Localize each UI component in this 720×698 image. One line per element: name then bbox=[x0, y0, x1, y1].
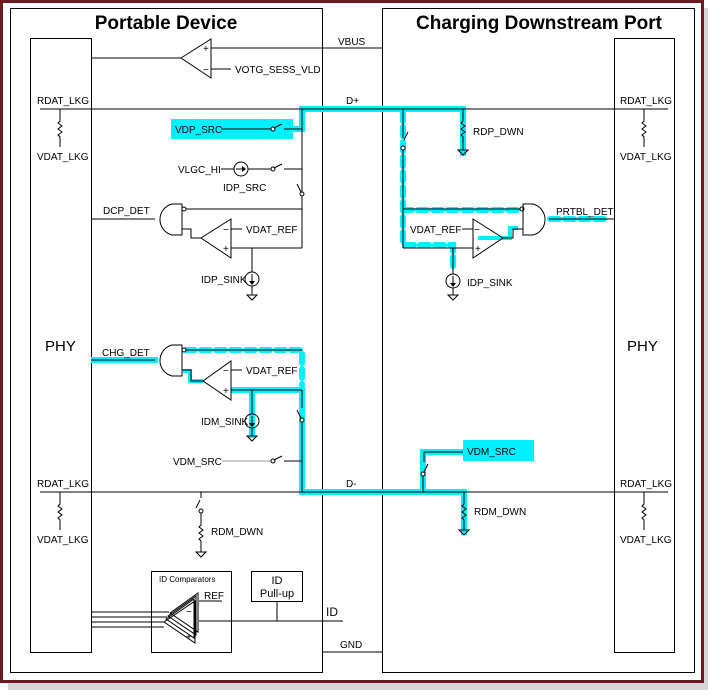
svg-text:VDAT_LKG: VDAT_LKG bbox=[620, 535, 672, 546]
svg-text:+: + bbox=[203, 44, 209, 55]
idp-sink-label: IDP_SINK bbox=[201, 275, 247, 286]
svg-text:−: − bbox=[223, 225, 229, 236]
svg-text:−: − bbox=[223, 366, 229, 377]
idm-sink-label: IDM_SINK bbox=[201, 417, 249, 428]
dcp-and-gate bbox=[159, 203, 183, 236]
vdm-src-label: VDM_SRC bbox=[173, 457, 222, 468]
vbus-label: VBUS bbox=[338, 37, 366, 48]
charging-port-title: Charging Downstream Port bbox=[416, 13, 663, 34]
svg-text:RDAT_LKG: RDAT_LKG bbox=[620, 96, 672, 107]
idp-sink-right-label: IDP_SINK bbox=[467, 278, 513, 289]
ref-label: REF bbox=[204, 591, 224, 602]
svg-text:+: + bbox=[475, 244, 481, 255]
leakage-resistors: RDAT_LKG VDAT_LKG RDAT_LKG VDAT_LKG RDAT… bbox=[37, 96, 672, 546]
id-label: ID bbox=[326, 605, 338, 619]
otg-comparator bbox=[180, 38, 212, 79]
rdm-dwn-label: RDM_DWN bbox=[211, 527, 263, 538]
prtbl-det-label: PRTBL_DET bbox=[556, 207, 614, 218]
vdat-ref-label-3: VDAT_REF bbox=[410, 225, 462, 236]
svg-text:+: + bbox=[223, 244, 229, 255]
dcp-det-label: DCP_DET bbox=[103, 206, 150, 217]
svg-text:RDAT_LKG: RDAT_LKG bbox=[37, 96, 89, 107]
vdp-src-label: VDP_SRC bbox=[175, 125, 222, 136]
prtbl-and-gate bbox=[522, 203, 546, 236]
frame bbox=[0, 0, 704, 683]
idp-src-label: IDP_SRC bbox=[223, 183, 266, 194]
rdp-dwn-label: RDP_DWN bbox=[473, 127, 524, 138]
svg-text:−: − bbox=[203, 65, 209, 76]
votg-sess-vld-label: VOTG_SESS_VLD bbox=[235, 65, 321, 76]
rdm-dwn-right-label: RDM_DWN bbox=[474, 507, 526, 518]
vdat-ref-label: VDAT_REF bbox=[246, 225, 298, 236]
chg-det-label: CHG_DET bbox=[102, 348, 150, 359]
phy-right-label: PHY bbox=[627, 338, 658, 355]
vdm-src-right-label: VDM_SRC bbox=[467, 447, 516, 458]
phy-left-label: PHY bbox=[45, 338, 76, 355]
svg-text:RDAT_LKG: RDAT_LKG bbox=[37, 479, 89, 490]
svg-text:+: + bbox=[186, 632, 192, 643]
id-comparator-stack: −+ bbox=[163, 592, 222, 644]
prtbl-comparator bbox=[472, 218, 504, 259]
chg-comparator bbox=[202, 360, 232, 401]
svg-text:RDAT_LKG: RDAT_LKG bbox=[620, 479, 672, 490]
id-pullup-label-1: ID bbox=[272, 575, 283, 587]
chg-and-gate bbox=[159, 344, 183, 377]
vdat-ref-label-2: VDAT_REF bbox=[246, 366, 298, 377]
phy-right-box bbox=[614, 38, 675, 653]
charging-port-box bbox=[382, 8, 695, 673]
svg-text:−: − bbox=[186, 607, 192, 618]
svg-text:VDAT_LKG: VDAT_LKG bbox=[620, 152, 672, 163]
svg-text:VDAT_LKG: VDAT_LKG bbox=[37, 152, 89, 163]
svg-text:−: − bbox=[474, 225, 480, 236]
svg-text:VDAT_LKG: VDAT_LKG bbox=[37, 535, 89, 546]
svg-text:+: + bbox=[223, 386, 229, 397]
phy-left-box bbox=[30, 38, 92, 653]
dcp-comparator bbox=[200, 218, 232, 259]
vlgc-hi-label: VLGC_HI bbox=[178, 165, 221, 176]
portable-device-title: Portable Device bbox=[95, 13, 238, 34]
vdm-src-highlight bbox=[463, 440, 534, 461]
id-pullup-label-2: Pull-up bbox=[260, 588, 294, 600]
dplus-label: D+ bbox=[346, 96, 359, 107]
dminus-label: D- bbox=[346, 479, 357, 490]
portable-device-box bbox=[10, 8, 323, 673]
id-comparators-label: ID Comparators bbox=[159, 575, 215, 584]
gnd-label: GND bbox=[340, 640, 362, 651]
